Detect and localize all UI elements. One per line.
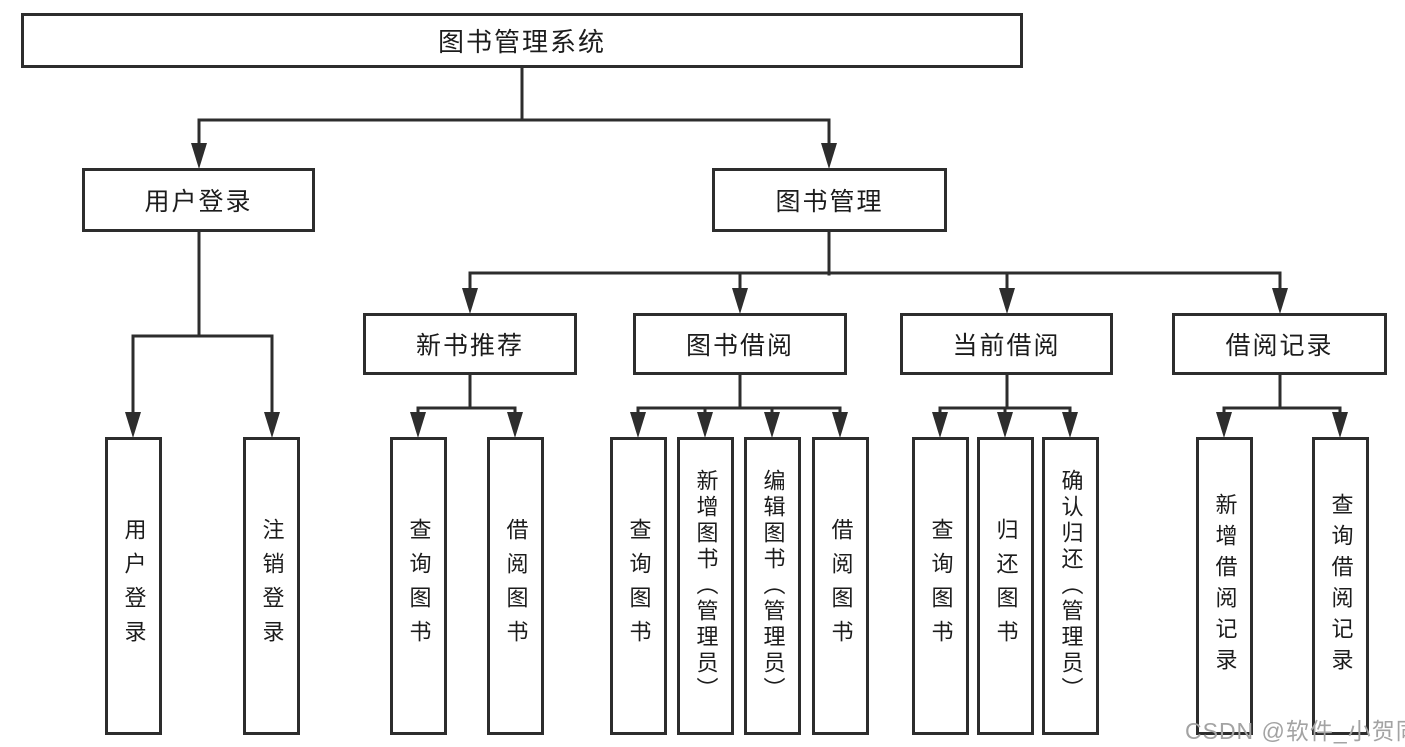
- leaf-label: 借阅图书: [503, 518, 529, 654]
- node-user-login: 用户登录: [82, 168, 315, 232]
- node-current-borrowing: 当前借阅: [900, 313, 1113, 375]
- leaf-label: 查询图书: [626, 518, 652, 654]
- leaf-label: 新增图书（管理员）: [693, 469, 719, 703]
- leaf-label: 查询图书: [928, 518, 954, 654]
- leaf-label: 确认归还（管理员）: [1058, 469, 1084, 703]
- leaf-label: 查询图书: [406, 518, 432, 654]
- node-library-management-system: 图书管理系统: [21, 13, 1023, 68]
- leaf-borrowing-edit-books-admin: 编辑图书（管理员）: [744, 437, 801, 735]
- leaf-user-login: 用户登录: [105, 437, 162, 735]
- leaf-label: 注销登录: [259, 518, 285, 654]
- leaf-logout: 注销登录: [243, 437, 300, 735]
- leaf-label: 查询借阅记录: [1328, 493, 1354, 679]
- leaf-borrowing-add-books-admin: 新增图书（管理员）: [677, 437, 734, 735]
- leaf-label: 新增借阅记录: [1212, 493, 1238, 679]
- node-borrowing-records: 借阅记录: [1172, 313, 1387, 375]
- csdn-watermark: CSDN @软件_小贺同学: [1185, 718, 1405, 744]
- leaf-label: 借阅图书: [828, 518, 854, 654]
- node-book-borrowing: 图书借阅: [633, 313, 847, 375]
- leaf-current-query-books: 查询图书: [912, 437, 969, 735]
- leaf-label: 编辑图书（管理员）: [760, 469, 786, 703]
- leaf-label: 用户登录: [121, 518, 147, 654]
- leaf-records-add-record: 新增借阅记录: [1196, 437, 1253, 735]
- leaf-borrowing-borrow-books: 借阅图书: [812, 437, 869, 735]
- leaf-records-query-record: 查询借阅记录: [1312, 437, 1369, 735]
- leaf-borrowing-query-books: 查询图书: [610, 437, 667, 735]
- node-book-management: 图书管理: [712, 168, 947, 232]
- node-new-book-recommend: 新书推荐: [363, 313, 577, 375]
- leaf-current-return-books: 归还图书: [977, 437, 1034, 735]
- leaf-recommend-borrow-books: 借阅图书: [487, 437, 544, 735]
- leaf-recommend-query-books: 查询图书: [390, 437, 447, 735]
- leaf-current-confirm-return-admin: 确认归还（管理员）: [1042, 437, 1099, 735]
- leaf-label: 归还图书: [993, 518, 1019, 654]
